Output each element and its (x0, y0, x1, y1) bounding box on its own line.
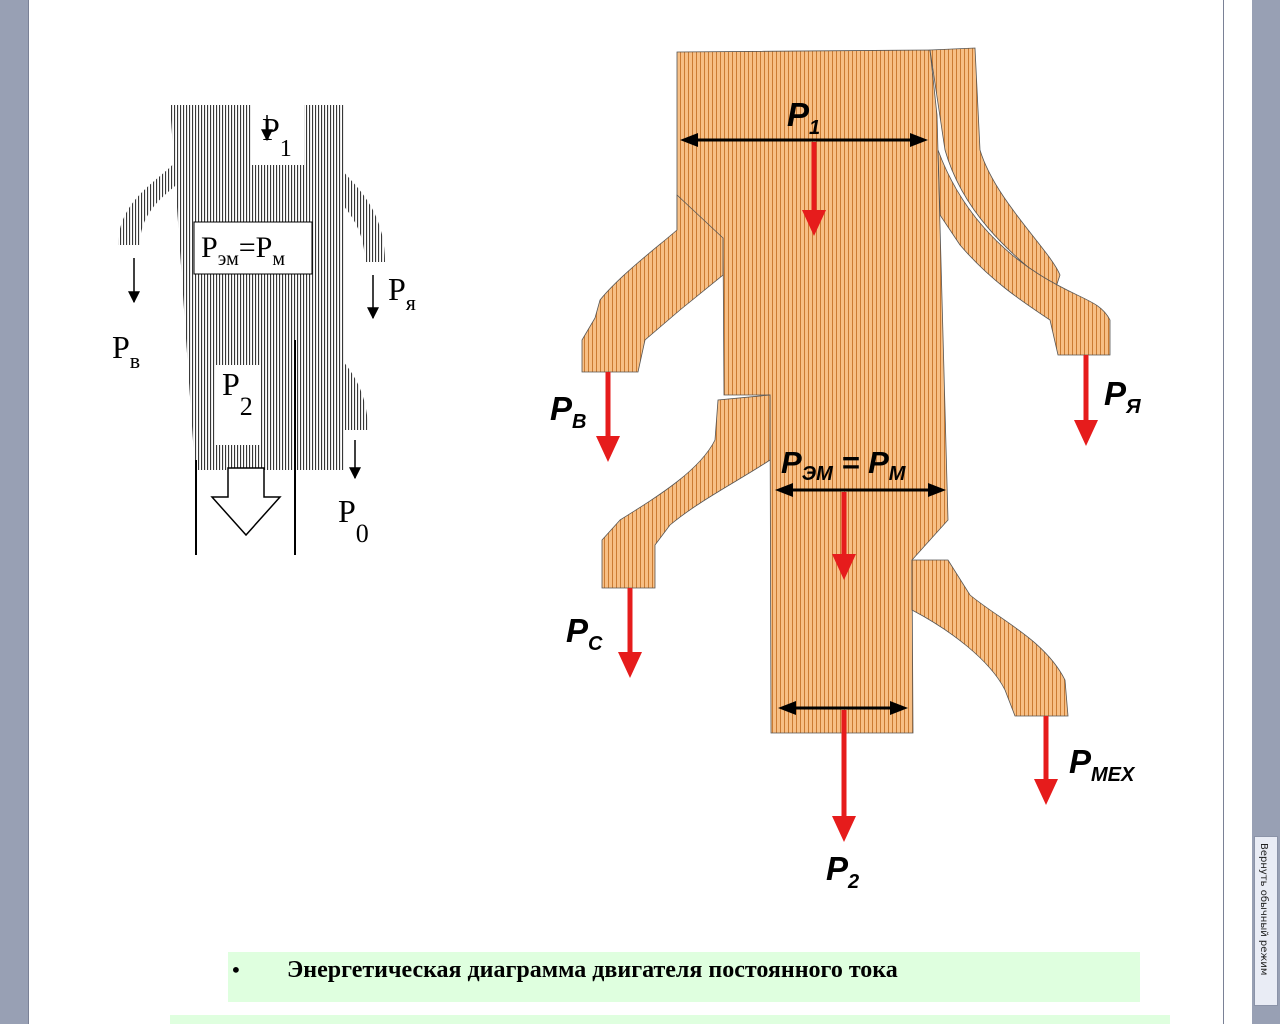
left-branch-pv (118, 108, 190, 245)
red-arrow-p1 (802, 142, 826, 236)
label-box-p2 (215, 365, 260, 445)
right-top-strip (929, 47, 1061, 291)
red-arrow-pya (1074, 355, 1098, 446)
left-label-pv: Pв (112, 329, 140, 373)
red-arrow-pc (618, 588, 642, 678)
red-arrow-pem (832, 492, 856, 580)
left-label-pem: Pэм=Pм (201, 231, 285, 270)
label-box-pem (193, 221, 313, 275)
right-label-pc: PС (566, 612, 603, 655)
right-label-pem: PЭМ = PМ (781, 445, 907, 485)
red-arrow-p2 (832, 710, 856, 842)
left-label-pya: Pя (388, 271, 416, 315)
right-label-pv: PВ (550, 390, 586, 433)
left-flow-diagram: P1 Pэм=Pм Pв Pя P2 P0 (112, 105, 416, 555)
left-output-hollow-arrow (210, 467, 282, 537)
double-arrow-p2 (778, 701, 908, 715)
right-label-pya: PЯ (1104, 375, 1141, 418)
label-box-p1 (252, 105, 304, 165)
right-branch-pya (937, 149, 1111, 356)
right-label-pmex: PМЕХ (1069, 743, 1136, 786)
double-arrow-p1 (680, 133, 928, 147)
caption-text: Энергетическая диаграмма двигателя посто… (287, 957, 898, 983)
right-branch-pc (601, 394, 771, 589)
red-arrow-pv (596, 372, 620, 462)
right-flow-diagram: P1 PВ PЯ PЭМ = PМ PС PМЕХ P2 (550, 47, 1141, 893)
left-label-p2: P2 (222, 366, 253, 421)
double-arrow-pem (775, 483, 946, 497)
left-branch-pya (318, 108, 385, 262)
red-arrow-pmex (1034, 716, 1058, 805)
right-label-p2: P2 (826, 850, 859, 893)
right-branch-pmex (911, 559, 1069, 717)
restore-normal-mode-label: Вернуть обычный режим (1258, 843, 1269, 976)
left-label-p0: P0 (338, 493, 369, 548)
left-gutter (0, 0, 28, 1024)
next-block-strip (170, 1015, 1170, 1024)
left-main-trunk (170, 105, 345, 470)
left-label-p1: P1 (262, 111, 292, 162)
restore-normal-mode-button[interactable]: Вернуть обычный режим (1254, 836, 1278, 1006)
left-branch-p0 (300, 330, 368, 430)
caption-box (228, 952, 1140, 1002)
caption-bullet: • (230, 958, 242, 982)
right-label-p1: P1 (787, 96, 820, 139)
right-branch-pv (581, 194, 724, 373)
